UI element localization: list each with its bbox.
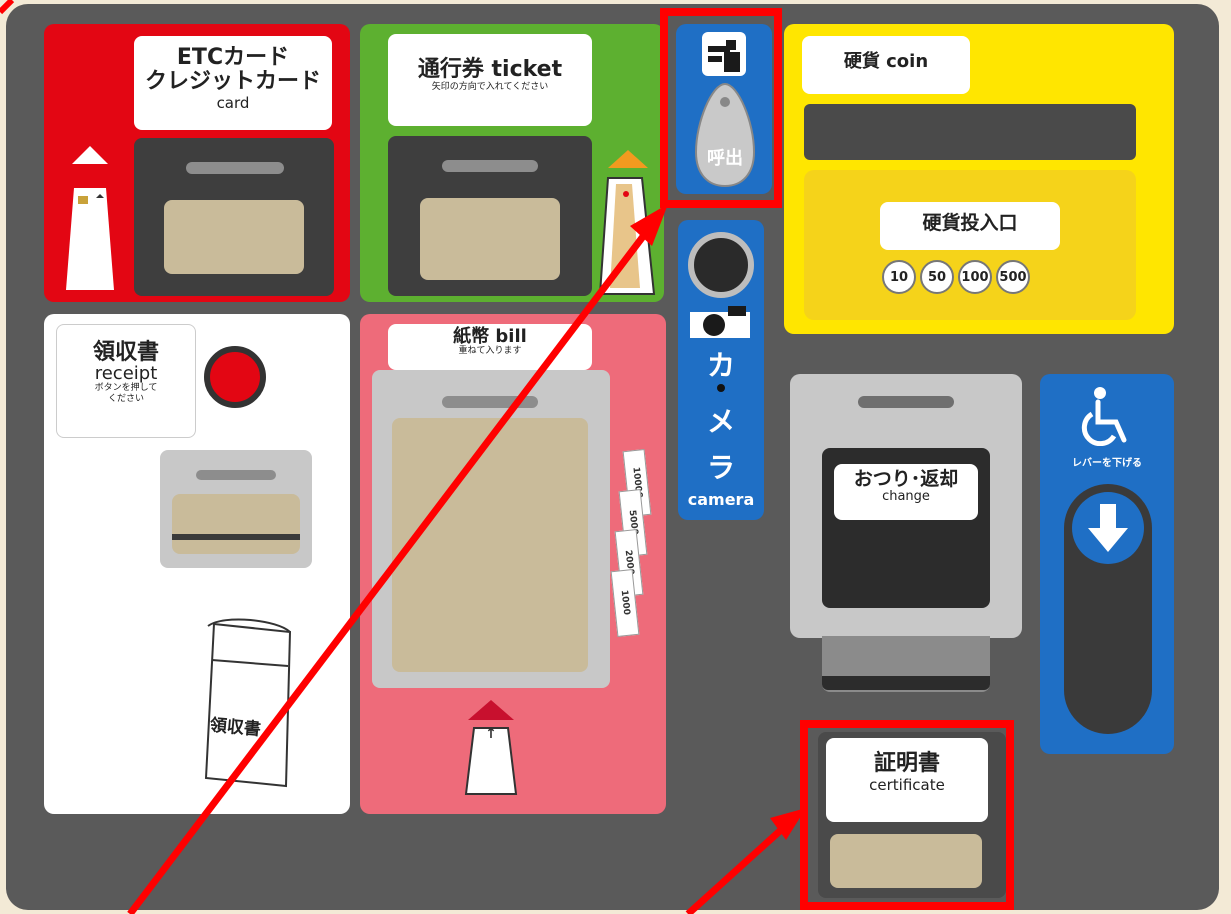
receipt-outlet-line	[172, 534, 300, 540]
change-subtitle: change	[882, 489, 930, 504]
call-arrow-head	[630, 204, 668, 246]
lever-label: レバーを下げる	[1072, 458, 1142, 469]
bill-insert-icon	[464, 700, 518, 795]
card-slot[interactable]	[134, 138, 334, 296]
coin-10: 10	[882, 260, 916, 294]
lever-down-arrow-icon	[1072, 492, 1144, 564]
lever-track[interactable]	[1064, 484, 1152, 734]
receipt-note-line1: ボタンを押して	[94, 383, 158, 393]
call-button[interactable]	[694, 82, 756, 188]
camera-lens	[688, 232, 754, 298]
card-title-line2: クレジットカード	[144, 69, 321, 94]
ticket-label: 通行券 ticket 矢印の方向で入れてください	[388, 34, 592, 126]
ticket-note: 矢印の方向で入れてください	[431, 82, 549, 92]
receipt-title: 領収書	[92, 340, 159, 365]
card-label: ETCカード クレジットカード card	[134, 36, 332, 130]
receipt-outlet-window	[172, 494, 300, 554]
card-insert-icon	[66, 146, 114, 290]
certificate-arrow-line	[685, 817, 795, 914]
receipt-outlet[interactable]	[160, 450, 312, 568]
card-subtitle: card	[216, 94, 250, 112]
call-highlight-box	[660, 8, 782, 208]
receipt-label: 領収書 receipt ボタンを押して ください	[56, 324, 196, 438]
ticket-slot-window	[420, 198, 560, 280]
receipt-note-line2: ください	[107, 394, 144, 404]
camera-label: camera	[687, 490, 755, 509]
bill-slot-window	[392, 418, 588, 672]
coin-display	[804, 104, 1136, 160]
ticket-panel: 通行券 ticket 矢印の方向で入れてください	[360, 24, 664, 302]
coin-denominations: 10 50 100 500	[882, 260, 1062, 296]
camera-char-2: メ	[706, 405, 735, 438]
change-tray-base	[822, 636, 990, 692]
change-title: おつり･返却	[853, 468, 959, 490]
coin-inlet-area[interactable]: 硬貨投入口 10 50 100 500	[804, 170, 1136, 320]
certificate-outlet[interactable]	[830, 834, 982, 888]
change-label: おつり･返却 change	[834, 464, 978, 520]
change-slot-opening	[858, 396, 954, 408]
change-tray-lip	[822, 676, 990, 690]
coin-inlet-title: 硬貨投入口	[922, 212, 1018, 234]
ticket-insert-icon	[598, 150, 656, 295]
coin-inlet-label: 硬貨投入口	[880, 202, 1060, 250]
certificate-label: 証明書 certificate	[826, 738, 988, 822]
call-arrow-line	[127, 219, 657, 914]
coin-title: 硬貨 coin	[843, 51, 929, 72]
bill-note: 重ねて入ります	[458, 346, 522, 356]
bill-note-mark: ↑	[485, 726, 497, 742]
card-slot-opening	[186, 162, 284, 174]
bill-title: 紙幣 bill	[453, 326, 527, 347]
bill-panel: 紙幣 bill 重ねて入ります 10000 5000 2000 1000 ↑	[360, 314, 666, 814]
call-label: 呼出	[707, 148, 743, 169]
camera-panel: カ メ ラ camera	[678, 220, 764, 520]
certificate-highlight-box	[800, 720, 1014, 910]
coin-500: 500	[996, 260, 1030, 294]
certificate-panel: 証明書 certificate	[818, 732, 1006, 898]
staff-icon	[702, 32, 746, 76]
change-panel: おつり･返却 change	[790, 374, 1022, 638]
coin-panel: 硬貨 coin 硬貨投入口 10 50 100 500	[784, 24, 1174, 334]
camera-char-1: カ	[706, 349, 735, 382]
corner-arrow-fragment	[0, 0, 15, 15]
certificate-subtitle: certificate	[869, 776, 945, 794]
receipt-paper-icon	[204, 618, 292, 788]
change-tray[interactable]: おつり･返却 change	[822, 448, 990, 608]
ticket-slot[interactable]	[388, 136, 592, 296]
coin-100: 100	[958, 260, 992, 294]
certificate-title: 証明書	[873, 751, 940, 776]
ticket-slot-opening	[442, 160, 538, 172]
receipt-subtitle: receipt	[94, 363, 158, 384]
call-panel: 呼出	[676, 24, 772, 194]
coin-50: 50	[920, 260, 954, 294]
receipt-outlet-opening	[196, 470, 276, 480]
wheelchair-icon	[1081, 387, 1127, 446]
coin-title-label: 硬貨 coin	[802, 36, 970, 94]
receipt-panel: 領収書 receipt ボタンを押して ください 領収書	[44, 314, 350, 814]
lever-panel: レバーを下げる	[1040, 374, 1174, 754]
camera-dot	[717, 384, 725, 392]
receipt-button[interactable]	[204, 346, 266, 408]
certificate-arrow-head	[770, 808, 806, 840]
camera-char-3: ラ	[706, 451, 735, 484]
bill-slot[interactable]	[372, 370, 610, 688]
camera-icon	[690, 306, 750, 338]
card-title-line1: ETCカード	[176, 45, 290, 70]
ticket-title: 通行券 ticket	[417, 57, 563, 82]
card-panel: ETCカード クレジットカード card	[44, 24, 350, 302]
card-slot-window	[164, 200, 304, 274]
